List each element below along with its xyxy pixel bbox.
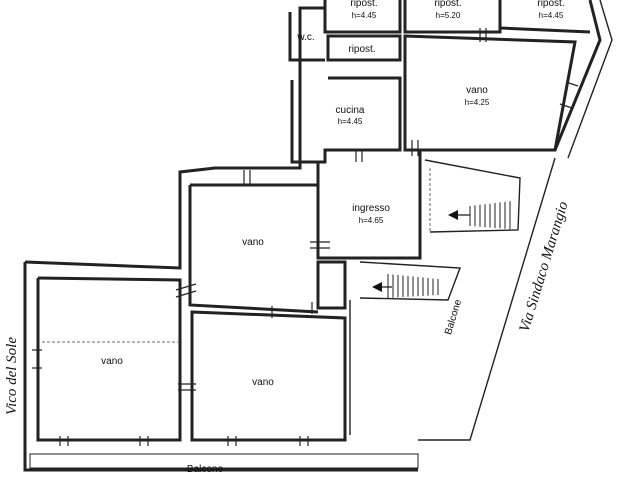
- balcony-bottom-rail: [29, 453, 419, 469]
- balcony-right-label: Balcone: [443, 298, 464, 336]
- room-ripost-top-mid-label: ripost.: [434, 0, 461, 9]
- room-ripost-top-right-label: ripost.: [537, 0, 564, 9]
- room-ripost-top-right-height: h=4.45: [539, 11, 564, 20]
- room-wc-label: w.c.: [296, 32, 314, 43]
- room-cucina-label: cucina: [336, 105, 365, 116]
- street-left-label: Vico del Sole: [4, 337, 20, 415]
- room-vano-lower-left-label: vano: [101, 356, 123, 367]
- balcony-bottom-label: Balcone: [187, 464, 224, 475]
- window-mark: [565, 81, 579, 87]
- interior-walls: [36, 0, 591, 442]
- stair-upper: [448, 201, 511, 230]
- room-cucina-height: h=4.45: [338, 117, 363, 126]
- stair-arrow-lower: [372, 282, 382, 292]
- room-vano-upper-right-label: vano: [466, 85, 488, 96]
- room-vano-center-label: vano: [242, 237, 264, 248]
- room-ingresso-label: ingresso: [352, 203, 390, 214]
- stair-arrow-upper: [448, 210, 458, 220]
- room-vano-upper-right-height: h=4.25: [465, 98, 490, 107]
- outer-walls: [23, 0, 613, 472]
- room-ripost-top-left-label: ripost.: [350, 0, 377, 9]
- room-vano-lower-mid-label: vano: [252, 377, 274, 388]
- room-ingresso-height: h=4.65: [359, 216, 384, 225]
- window-mark: [175, 290, 197, 298]
- window-mark: [175, 283, 197, 291]
- room-ripost-small-label: ripost.: [348, 44, 375, 55]
- window-mark: [559, 103, 573, 109]
- room-ripost-top-mid-height: h=5.20: [436, 11, 461, 20]
- street-right-label: Via Sindaco Marangio: [517, 199, 572, 334]
- room-ripost-top-left-height: h=4.45: [352, 11, 377, 20]
- stair-lower: [372, 274, 439, 298]
- window-marks: [32, 28, 579, 446]
